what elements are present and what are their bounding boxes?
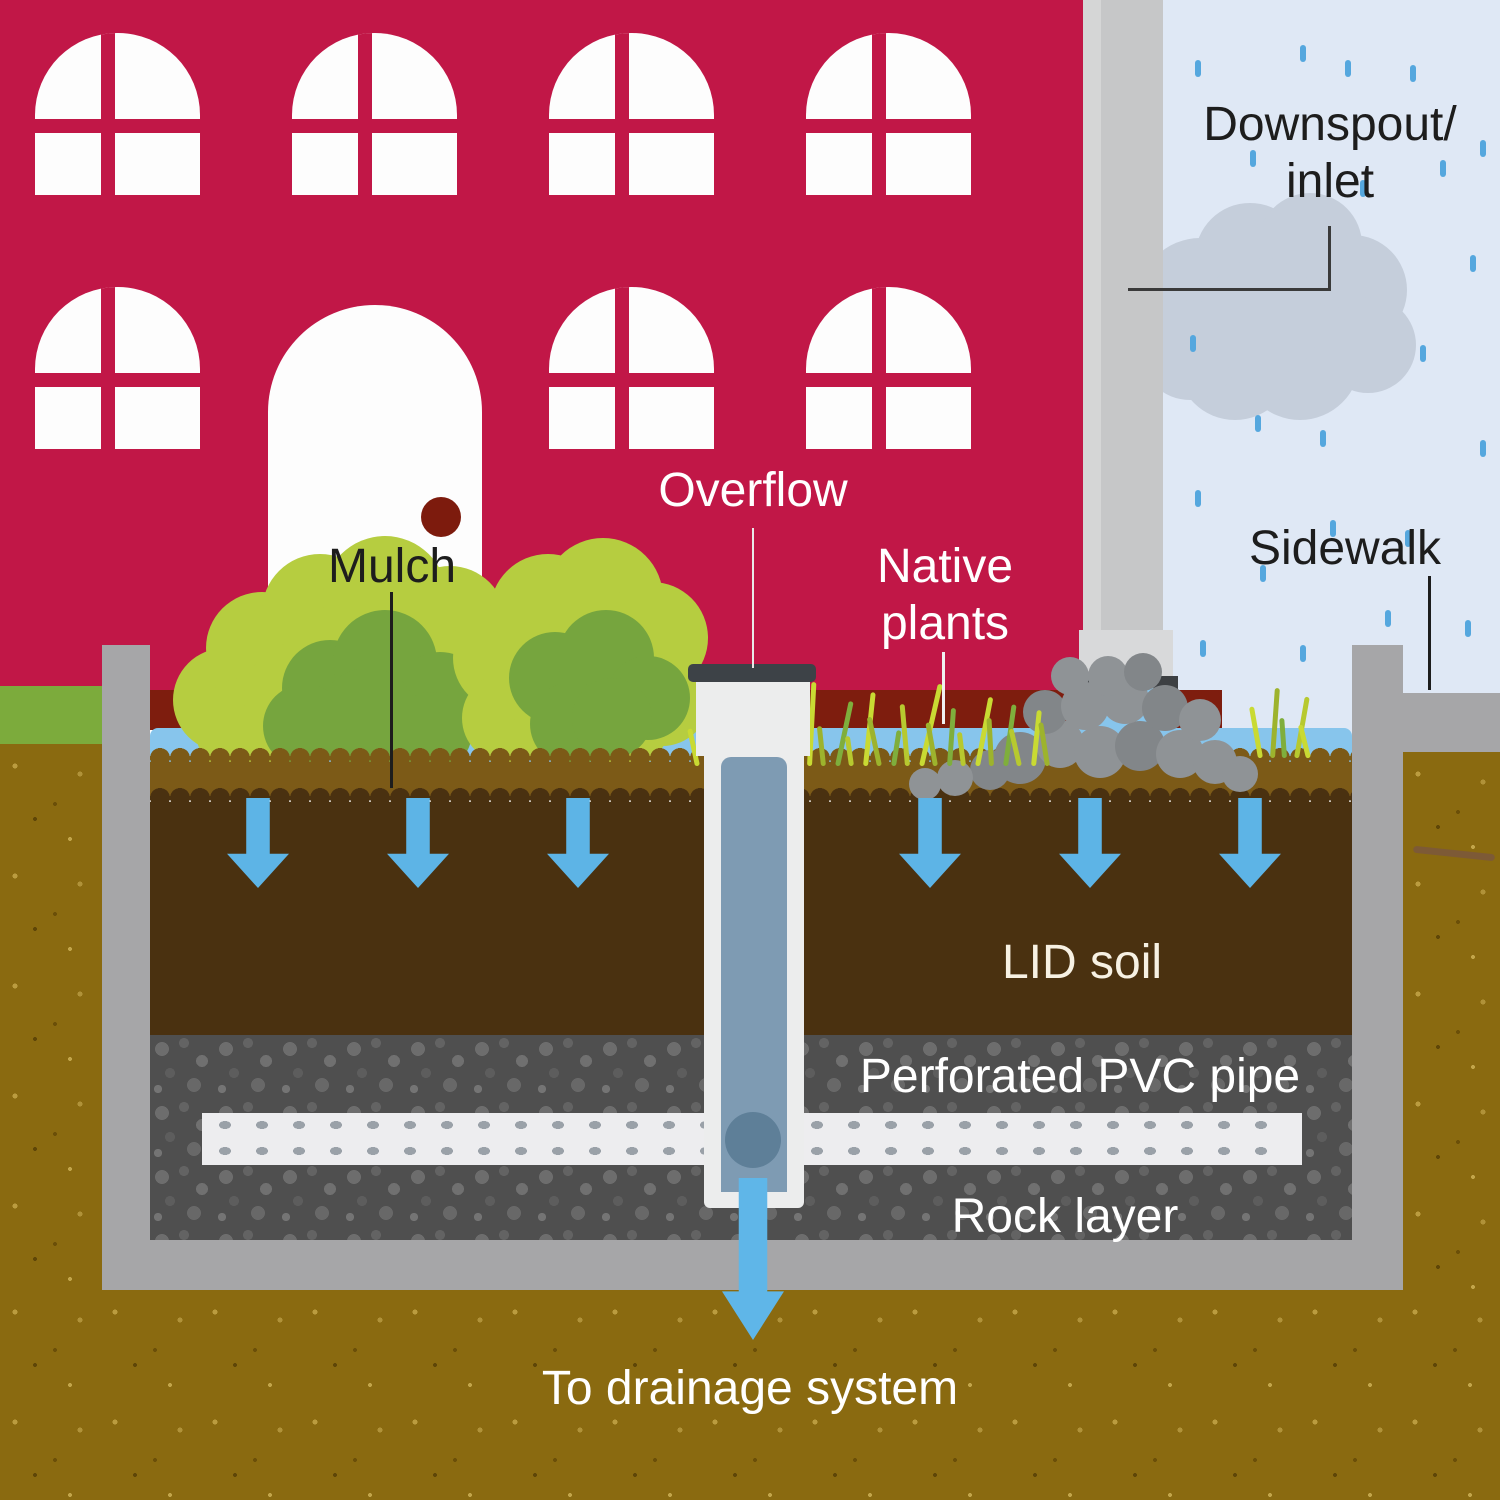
label-native-plants: Native plants (795, 538, 1095, 652)
label-sidewalk: Sidewalk (1248, 522, 1442, 575)
rock-icon (1023, 690, 1067, 734)
native-plants-leader (942, 652, 945, 724)
window-mullion-h (292, 119, 457, 133)
window-mullion-v (101, 33, 115, 195)
rain-drop-icon (1300, 645, 1306, 662)
rain-drop-icon (1440, 160, 1446, 177)
overflow-pipe-junction (725, 1112, 781, 1168)
downspout-pipe-shade (1083, 0, 1101, 678)
window (806, 33, 971, 195)
downspout-leader-horizontal (1128, 288, 1331, 291)
rock-icon (909, 768, 941, 800)
rain-drop-icon (1320, 430, 1326, 447)
window-mullion-h (35, 119, 200, 133)
rain-drop-icon (1385, 610, 1391, 627)
rain-drop-icon (1410, 65, 1416, 82)
window-mullion-h (806, 373, 971, 387)
basin-wall-right (1352, 645, 1403, 1290)
label-drainage: To drainage system (541, 1362, 959, 1415)
rain-drop-icon (1345, 60, 1351, 77)
window (806, 287, 971, 449)
rain-drop-icon (1420, 345, 1426, 362)
basin-wall-left (102, 645, 150, 1290)
native-soil-left (0, 744, 102, 1290)
rain-drop-icon (1200, 640, 1206, 657)
label-mulch: Mulch (327, 540, 457, 593)
native-soil-bottom (0, 1290, 1500, 1500)
label-downspout-line2: inlet (1285, 155, 1375, 208)
downspout-leader-vertical (1328, 226, 1331, 291)
window (35, 33, 200, 195)
grass-strip (0, 686, 102, 744)
overflow-leader (752, 528, 754, 668)
rain-drop-icon (1190, 335, 1196, 352)
window (292, 33, 457, 195)
rain-drop-icon (1300, 45, 1306, 62)
rock-icon (937, 760, 973, 796)
window-mullion-h (35, 373, 200, 387)
label-native-line1: Native (876, 540, 1014, 593)
rock-icon (1088, 656, 1128, 696)
label-native-line2: plants (880, 597, 1010, 650)
window-mullion-v (872, 33, 886, 195)
rain-drop-icon (1405, 530, 1411, 547)
sidewalk-slab (1403, 693, 1500, 752)
label-overflow: Overflow (658, 464, 848, 517)
window-mullion-h (549, 119, 714, 133)
rain-drop-icon (1250, 150, 1256, 167)
window-mullion-v (615, 33, 629, 195)
overflow-pipe-cap (688, 664, 816, 682)
rain-drop-icon (1260, 565, 1266, 582)
label-pvc-pipe: Perforated PVC pipe (859, 1050, 1301, 1103)
rain-drop-icon (1330, 520, 1336, 537)
rock-icon (1051, 657, 1089, 695)
rain-drop-icon (1255, 415, 1261, 432)
rock-icon (1124, 653, 1162, 691)
sidewalk-leader (1428, 576, 1431, 690)
cloud-puff (1202, 258, 1322, 378)
rock-icon (1222, 756, 1258, 792)
window (35, 287, 200, 449)
label-rock-layer: Rock layer (951, 1190, 1179, 1243)
mulch-leader (390, 592, 393, 788)
rain-drop-icon (1195, 60, 1201, 77)
native-soil-right (1403, 752, 1500, 1290)
window-mullion-v (872, 287, 886, 449)
window (549, 33, 714, 195)
overflow-pipe-casing-top (696, 678, 810, 756)
window-mullion-h (549, 373, 714, 387)
rain-drop-icon (1465, 620, 1471, 637)
rain-drop-icon (1470, 255, 1476, 272)
window-mullion-h (806, 119, 971, 133)
rain-drop-icon (1360, 180, 1366, 197)
label-downspout-inlet: Downspout/ inlet (1160, 96, 1500, 210)
window-mullion-v (101, 287, 115, 449)
window (549, 287, 714, 449)
window-mullion-v (615, 287, 629, 449)
rain-drop-icon (1480, 440, 1486, 457)
label-downspout-line1: Downspout/ (1203, 98, 1457, 151)
label-lid-soil: LID soil (1001, 936, 1163, 989)
bush-foliage (572, 678, 652, 758)
door-knob-icon (421, 497, 461, 537)
rain-drop-icon (1480, 140, 1486, 157)
rain-drop-icon (1195, 490, 1201, 507)
rock-icon (1179, 699, 1221, 741)
window-mullion-v (358, 33, 372, 195)
